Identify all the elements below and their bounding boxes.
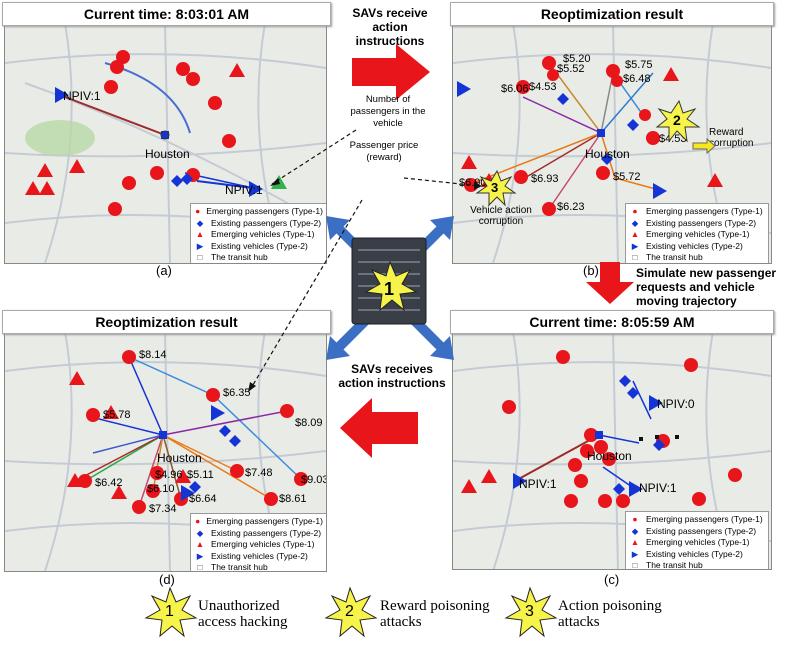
- right-arrow: [352, 44, 430, 100]
- price-label: $5.11: [187, 469, 214, 481]
- passenger-price-note: Passenger price (reward): [349, 140, 419, 163]
- attack-number: 3: [525, 603, 534, 620]
- price-label: $9.03: [301, 474, 327, 486]
- price-label: $7.34: [149, 503, 177, 515]
- map-panel-a: NPIV:1 NPIV:1 Houston ●Emerging passenge…: [4, 22, 327, 264]
- attack-label-unauthorized: Unauthorized access hacking: [198, 598, 288, 630]
- map-panel-c: NPIV:0 NPIV:1 NPIV:1 Houston ●Emerging p…: [452, 330, 772, 570]
- price-label: $4.53: [529, 81, 557, 93]
- hub-label: Houston: [587, 449, 632, 463]
- price-label: $6.06: [501, 83, 529, 95]
- map-panel-b: $5.20 $5.52 $5.75 $6.48 $4.53 $6.06 $4.5…: [452, 22, 772, 264]
- panel-a-caption: (a): [156, 263, 172, 278]
- hub-label: Houston: [585, 147, 630, 161]
- price-label: $5.72: [613, 171, 641, 183]
- map-legend: ●Emerging passengers (Type-1) ◆Existing …: [625, 203, 769, 263]
- simulate-label: Simulate new passenger requests and vehi…: [636, 266, 777, 308]
- price-label: $5.78: [103, 409, 131, 421]
- price-label: $8.14: [139, 349, 167, 361]
- vehicle-action-corruption-label: Vehicle action corruption: [470, 205, 532, 227]
- npiv-label: NPIV:1: [225, 183, 263, 197]
- panel-d-caption: (d): [159, 572, 175, 587]
- price-label: $5.75: [625, 59, 653, 71]
- npiv-label: NPIV:1: [519, 477, 557, 491]
- panel-c-title: Current time: 8:05:59 AM: [450, 310, 774, 334]
- panel-b-caption: (b): [583, 263, 599, 278]
- attack-label-action: Action poisoning attacks: [558, 598, 662, 630]
- price-label: $5.20: [563, 53, 591, 65]
- price-label: $8.09: [295, 417, 323, 429]
- attack-label-reward: Reward poisoning attacks: [380, 598, 490, 630]
- attack-number: 1: [165, 603, 174, 620]
- burst-number: 1: [384, 279, 394, 299]
- top-arrow-label: SAVs receive action instructions: [352, 6, 428, 48]
- map-legend: ●Emerging passengers (Type-1) ◆Existing …: [625, 511, 769, 569]
- c-passengers: [502, 350, 742, 508]
- hub-label: Houston: [157, 451, 202, 465]
- map-panel-d: $8.14 $6.35 $5.78 $8.09 $7.48 $9.03 $4.9…: [4, 330, 327, 572]
- price-label: $6.35: [223, 387, 251, 399]
- attack-number: 2: [345, 603, 354, 620]
- reward-corruption-label: Reward corruption: [709, 127, 754, 149]
- panel-d-title: Reoptimization result: [2, 310, 331, 334]
- panel-a-title: Current time: 8:03:01 AM: [2, 2, 331, 26]
- npiv-label: NPIV:1: [63, 89, 101, 103]
- passenger-count-note: Number of passengers in the vehicle: [350, 94, 426, 129]
- panel-b-title: Reoptimization result: [450, 2, 774, 26]
- price-label: $7.48: [245, 467, 273, 479]
- map-legend: ●Emerging passengers (Type-1) ◆Existing …: [190, 513, 326, 571]
- a-vehicles: [25, 63, 245, 195]
- burst-number: 3: [491, 180, 498, 195]
- price-label: $6.23: [557, 201, 585, 213]
- price-label: $6.48: [623, 73, 651, 85]
- npiv-label: NPIV:0: [657, 397, 695, 411]
- server-icon: [351, 237, 427, 325]
- burst-number: 2: [673, 112, 681, 128]
- map-d-drawing: [5, 331, 326, 571]
- b-annotation-shapes: 2 3: [475, 99, 716, 207]
- price-label: $6.93: [531, 173, 559, 185]
- npiv-label: NPIV:1: [639, 481, 677, 495]
- price-label: $4.53: [659, 133, 687, 145]
- price-label: $6.64: [189, 493, 217, 505]
- price-label: $5.52: [557, 63, 585, 75]
- price-label: $4.96: [155, 469, 183, 481]
- price-label: $6.10: [147, 483, 175, 495]
- panel-c-caption: (c): [604, 572, 620, 587]
- map-a-drawing: [5, 23, 326, 263]
- bottom-arrow-label: SAVs receives action instructions: [338, 362, 446, 390]
- a-passengers: [104, 50, 236, 216]
- burst-icon: [364, 260, 418, 312]
- map-legend: ●Emerging passengers (Type-1) ◆Existing …: [190, 203, 326, 263]
- price-label: $8.61: [279, 493, 307, 505]
- price-label: $6.42: [95, 477, 123, 489]
- hub-label: Houston: [145, 147, 190, 161]
- left-arrow: [340, 398, 418, 458]
- d-passengers: [78, 350, 308, 514]
